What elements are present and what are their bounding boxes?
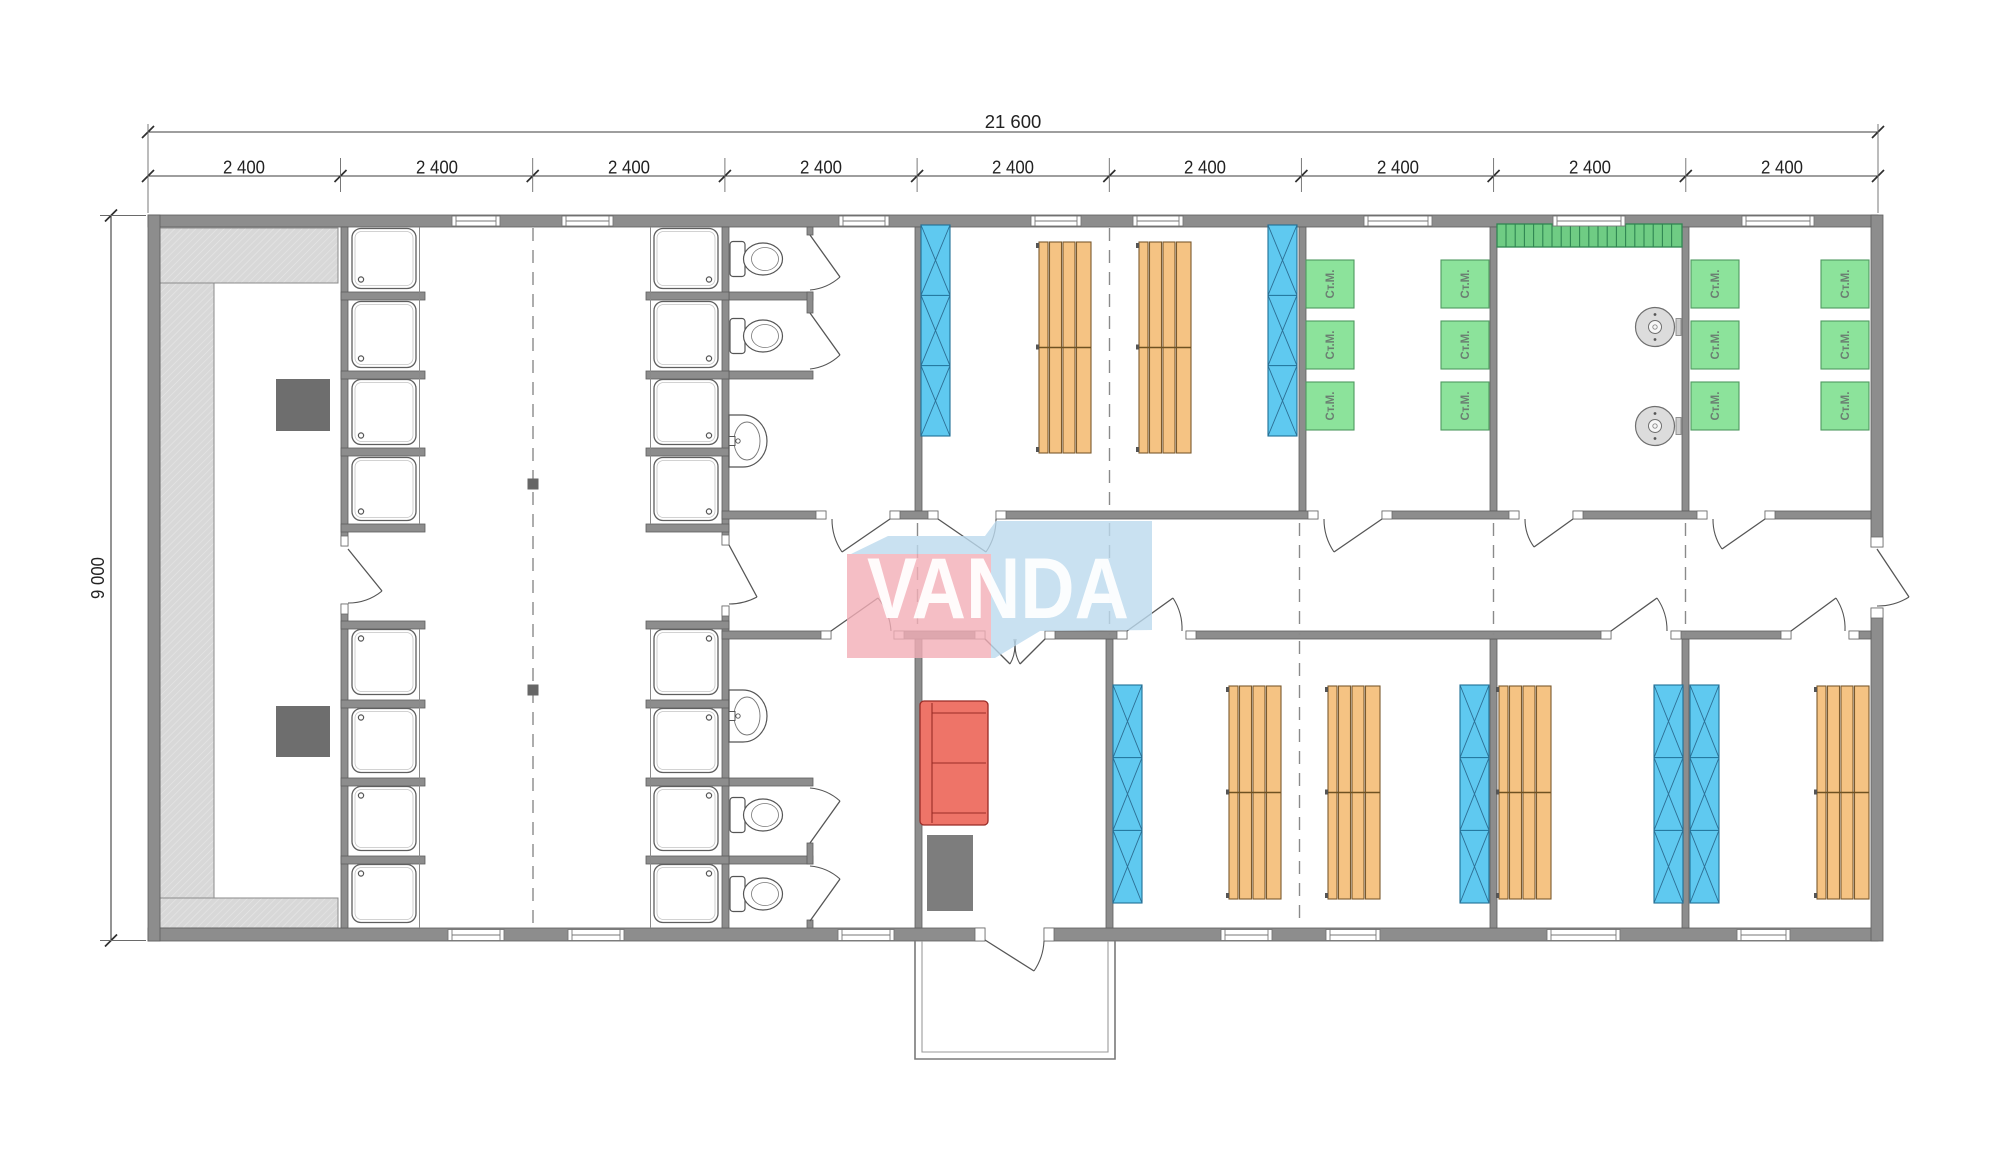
- svg-text:Ст.М.: Ст.М.: [1710, 270, 1722, 299]
- svg-text:Ст.М.: Ст.М.: [1460, 392, 1472, 421]
- svg-text:Ст.М.: Ст.М.: [1460, 331, 1472, 360]
- svg-text:2 400: 2 400: [608, 157, 650, 178]
- svg-text:9 000: 9 000: [87, 557, 108, 599]
- svg-text:2 400: 2 400: [800, 157, 842, 178]
- svg-text:2 400: 2 400: [1184, 157, 1226, 178]
- svg-text:Ст.М.: Ст.М.: [1840, 331, 1852, 360]
- svg-text:Ст.М.: Ст.М.: [1840, 270, 1852, 299]
- svg-text:2 400: 2 400: [1761, 157, 1803, 178]
- svg-text:Ст.М.: Ст.М.: [1460, 270, 1472, 299]
- svg-text:Ст.М.: Ст.М.: [1325, 331, 1337, 360]
- svg-text:2 400: 2 400: [416, 157, 458, 178]
- svg-text:Ст.М.: Ст.М.: [1710, 331, 1722, 360]
- svg-text:2 400: 2 400: [1569, 157, 1611, 178]
- svg-text:Ст.М.: Ст.М.: [1325, 392, 1337, 421]
- svg-text:21 600: 21 600: [985, 111, 1042, 132]
- svg-text:VANDA: VANDA: [867, 541, 1129, 637]
- svg-text:Ст.М.: Ст.М.: [1710, 392, 1722, 421]
- svg-text:2 400: 2 400: [992, 157, 1034, 178]
- svg-text:Ст.М.: Ст.М.: [1325, 270, 1337, 299]
- svg-text:2 400: 2 400: [223, 157, 265, 178]
- svg-text:Ст.М.: Ст.М.: [1840, 392, 1852, 421]
- svg-text:2 400: 2 400: [1377, 157, 1419, 178]
